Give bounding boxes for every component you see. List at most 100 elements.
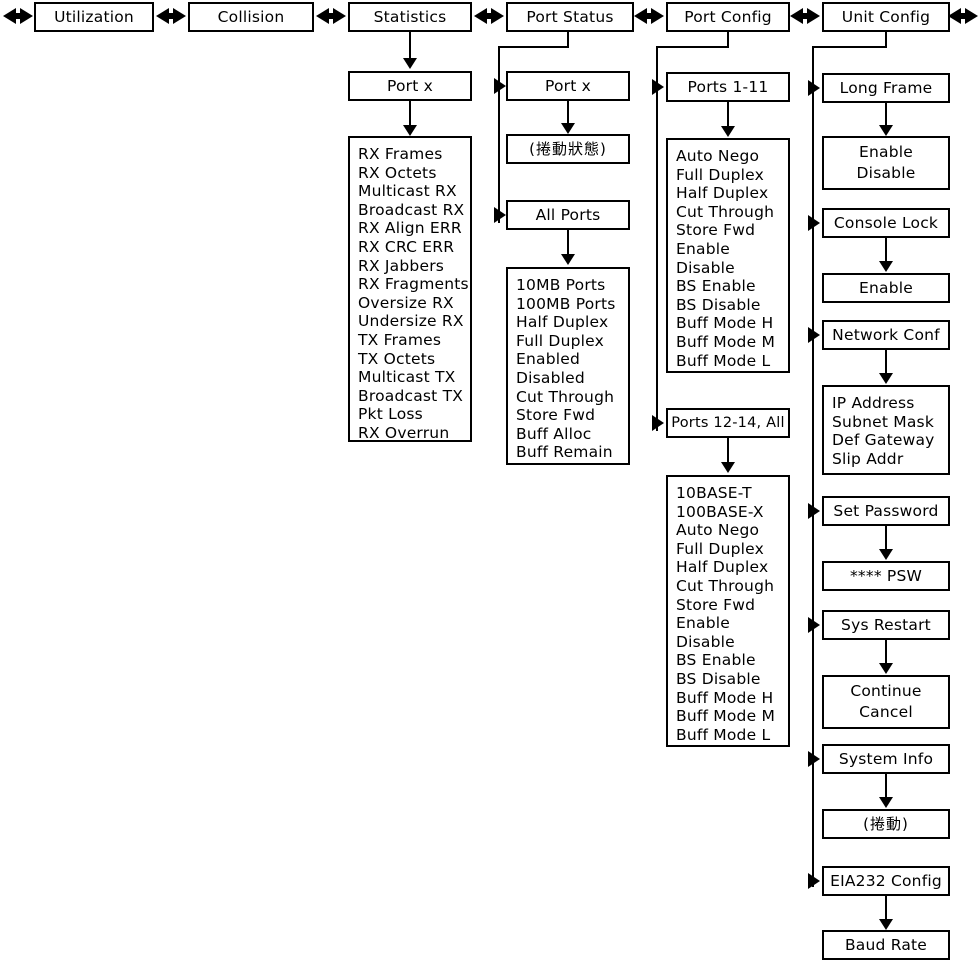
unit-config-system-info-box[interactable]: System Info — [822, 744, 950, 774]
list-item: Undersize RX — [358, 312, 464, 331]
list-item: Half Duplex — [676, 184, 769, 203]
unit-config-system-info-detail-box[interactable]: (捲動) — [822, 809, 950, 839]
unit-config-password-value-box[interactable]: **** PSW — [822, 561, 950, 591]
list-item: BS Disable — [676, 669, 761, 688]
unit-config-console-lock-options[interactable]: Enable — [822, 273, 950, 303]
right-arrow-icon — [808, 873, 820, 889]
list-item: RX CRC ERR — [358, 237, 455, 256]
list-item: Store Fwd — [676, 221, 756, 240]
unit-config-set-password-box[interactable]: Set Password — [822, 496, 950, 526]
ports-12-14-label: Ports 12-14, All — [671, 414, 785, 431]
option-item: Enable — [859, 278, 913, 297]
list-item: Buff Mode M — [676, 332, 776, 351]
list-item: RX Jabbers — [358, 256, 445, 275]
arrow-left-glyph — [948, 8, 961, 24]
menu-item-collision[interactable]: Collision — [188, 2, 314, 32]
port-config-ports-12-14-box[interactable]: Ports 12-14, All — [666, 408, 790, 438]
menu-label: Port Status — [526, 7, 614, 26]
unit-config-baud-rate-box[interactable]: Baud Rate — [822, 930, 950, 960]
list-item: Oversize RX — [358, 293, 454, 312]
left-right-arrow-icon-5 — [790, 6, 820, 26]
down-arrow-icon — [561, 123, 575, 134]
connector-statistics-to-portx — [409, 32, 411, 60]
down-arrow-icon — [403, 125, 417, 136]
arrow-left-glyph — [474, 8, 487, 24]
menu-label: Collision — [217, 7, 285, 26]
port-status-scroll-detail-label: (捲動狀態) — [529, 139, 607, 158]
port-status-all-ports-box[interactable]: All Ports — [506, 200, 630, 230]
list-item: RX Overrun — [358, 423, 450, 442]
list-item: Buff Alloc — [516, 424, 592, 443]
right-arrow-icon — [808, 327, 820, 343]
arrow-bar-glyph — [645, 13, 653, 19]
menu-label: Unit Config — [841, 7, 931, 26]
down-arrow-icon — [879, 125, 893, 136]
connector-port-config-trunk — [656, 46, 658, 431]
down-arrow-icon — [879, 797, 893, 808]
down-arrow-icon — [721, 126, 735, 137]
port-config-ports-1-11-box[interactable]: Ports 1-11 — [666, 72, 790, 102]
list-item: Enable — [676, 239, 730, 258]
menu-item-port-status[interactable]: Port Status — [506, 2, 634, 32]
connector-port-config-stub — [727, 32, 729, 48]
arrow-bar-glyph — [14, 13, 22, 19]
sys-restart-label: Sys Restart — [841, 615, 931, 634]
list-item: Store Fwd — [676, 595, 756, 614]
left-right-arrow-icon-1 — [156, 6, 186, 26]
system-info-label: System Info — [838, 749, 934, 768]
menu-item-statistics[interactable]: Statistics — [348, 2, 472, 32]
baud-rate-label: Baud Rate — [844, 935, 928, 954]
connector-unit-config-stub — [885, 32, 887, 48]
arrow-right-glyph — [651, 8, 664, 24]
connector-port-status-stub — [567, 32, 569, 48]
list-item: Half Duplex — [516, 313, 609, 332]
connector-portx-to-counters — [409, 101, 411, 127]
statistics-port-x-label: Port x — [386, 76, 434, 95]
unit-config-eia232-box[interactable]: EIA232 Config — [822, 866, 950, 896]
statistics-port-x-box[interactable]: Port x — [348, 71, 472, 101]
port-config-ports-1-11-list[interactable]: Auto Nego Full Duplex Half Duplex Cut Th… — [666, 138, 790, 373]
option-item: Disable — [856, 164, 916, 182]
arrow-left-glyph — [156, 8, 169, 24]
down-arrow-icon — [879, 261, 893, 272]
unit-config-sys-restart-box[interactable]: Sys Restart — [822, 610, 950, 640]
connector-consolelock-to-options — [885, 238, 887, 263]
arrow-bar-glyph — [801, 13, 809, 19]
port-status-scroll-detail-box[interactable]: (捲動狀態) — [506, 134, 630, 164]
port-status-all-ports-list[interactable]: 10MB Ports 100MB Ports Half Duplex Full … — [506, 267, 630, 465]
menu-item-port-config[interactable]: Port Config — [666, 2, 790, 32]
down-arrow-icon — [879, 663, 893, 674]
list-item: Full Duplex — [676, 539, 764, 558]
port-status-all-ports-label: All Ports — [535, 205, 601, 224]
left-right-arrow-icon-6 — [948, 6, 978, 26]
unit-config-network-conf-box[interactable]: Network Conf — [822, 320, 950, 350]
list-item: RX Align ERR — [358, 219, 462, 238]
list-item: Subnet Mask — [832, 412, 934, 431]
unit-config-long-frame-options[interactable]: Enable Disable — [822, 136, 950, 190]
list-item: Buff Mode H — [676, 314, 774, 333]
menu-item-utilization[interactable]: Utilization — [34, 2, 154, 32]
list-item: BS Enable — [676, 651, 756, 670]
right-arrow-icon — [652, 415, 664, 431]
menu-label: Utilization — [54, 7, 134, 26]
left-right-arrow-icon-2 — [316, 6, 346, 26]
set-password-label: Set Password — [833, 501, 939, 520]
unit-config-long-frame-box[interactable]: Long Frame — [822, 73, 950, 103]
list-item: Half Duplex — [676, 558, 769, 577]
list-item: Buff Mode L — [676, 725, 771, 744]
port-status-port-x-box[interactable]: Port x — [506, 71, 630, 101]
connector-setpassword-to-value — [885, 526, 887, 551]
list-item: Buff Mode M — [676, 707, 776, 726]
port-status-port-x-label: Port x — [544, 76, 592, 95]
menu-item-unit-config[interactable]: Unit Config — [822, 2, 950, 32]
connector-unit-config-trunk — [812, 46, 814, 887]
list-item: Pkt Loss — [358, 405, 423, 424]
statistics-counters-list[interactable]: RX Frames RX Octets Multicast RX Broadca… — [348, 136, 472, 442]
unit-config-sys-restart-options[interactable]: Continue Cancel — [822, 675, 950, 729]
connector-port-status-elbow — [498, 46, 569, 48]
option-item: Continue — [850, 682, 922, 700]
network-conf-label: Network Conf — [832, 325, 940, 344]
port-config-ports-12-14-list[interactable]: 10BASE-T 100BASE-X Auto Nego Full Duplex… — [666, 475, 790, 747]
unit-config-console-lock-box[interactable]: Console Lock — [822, 208, 950, 238]
unit-config-network-conf-list[interactable]: IP Address Subnet Mask Def Gateway Slip … — [822, 385, 950, 475]
